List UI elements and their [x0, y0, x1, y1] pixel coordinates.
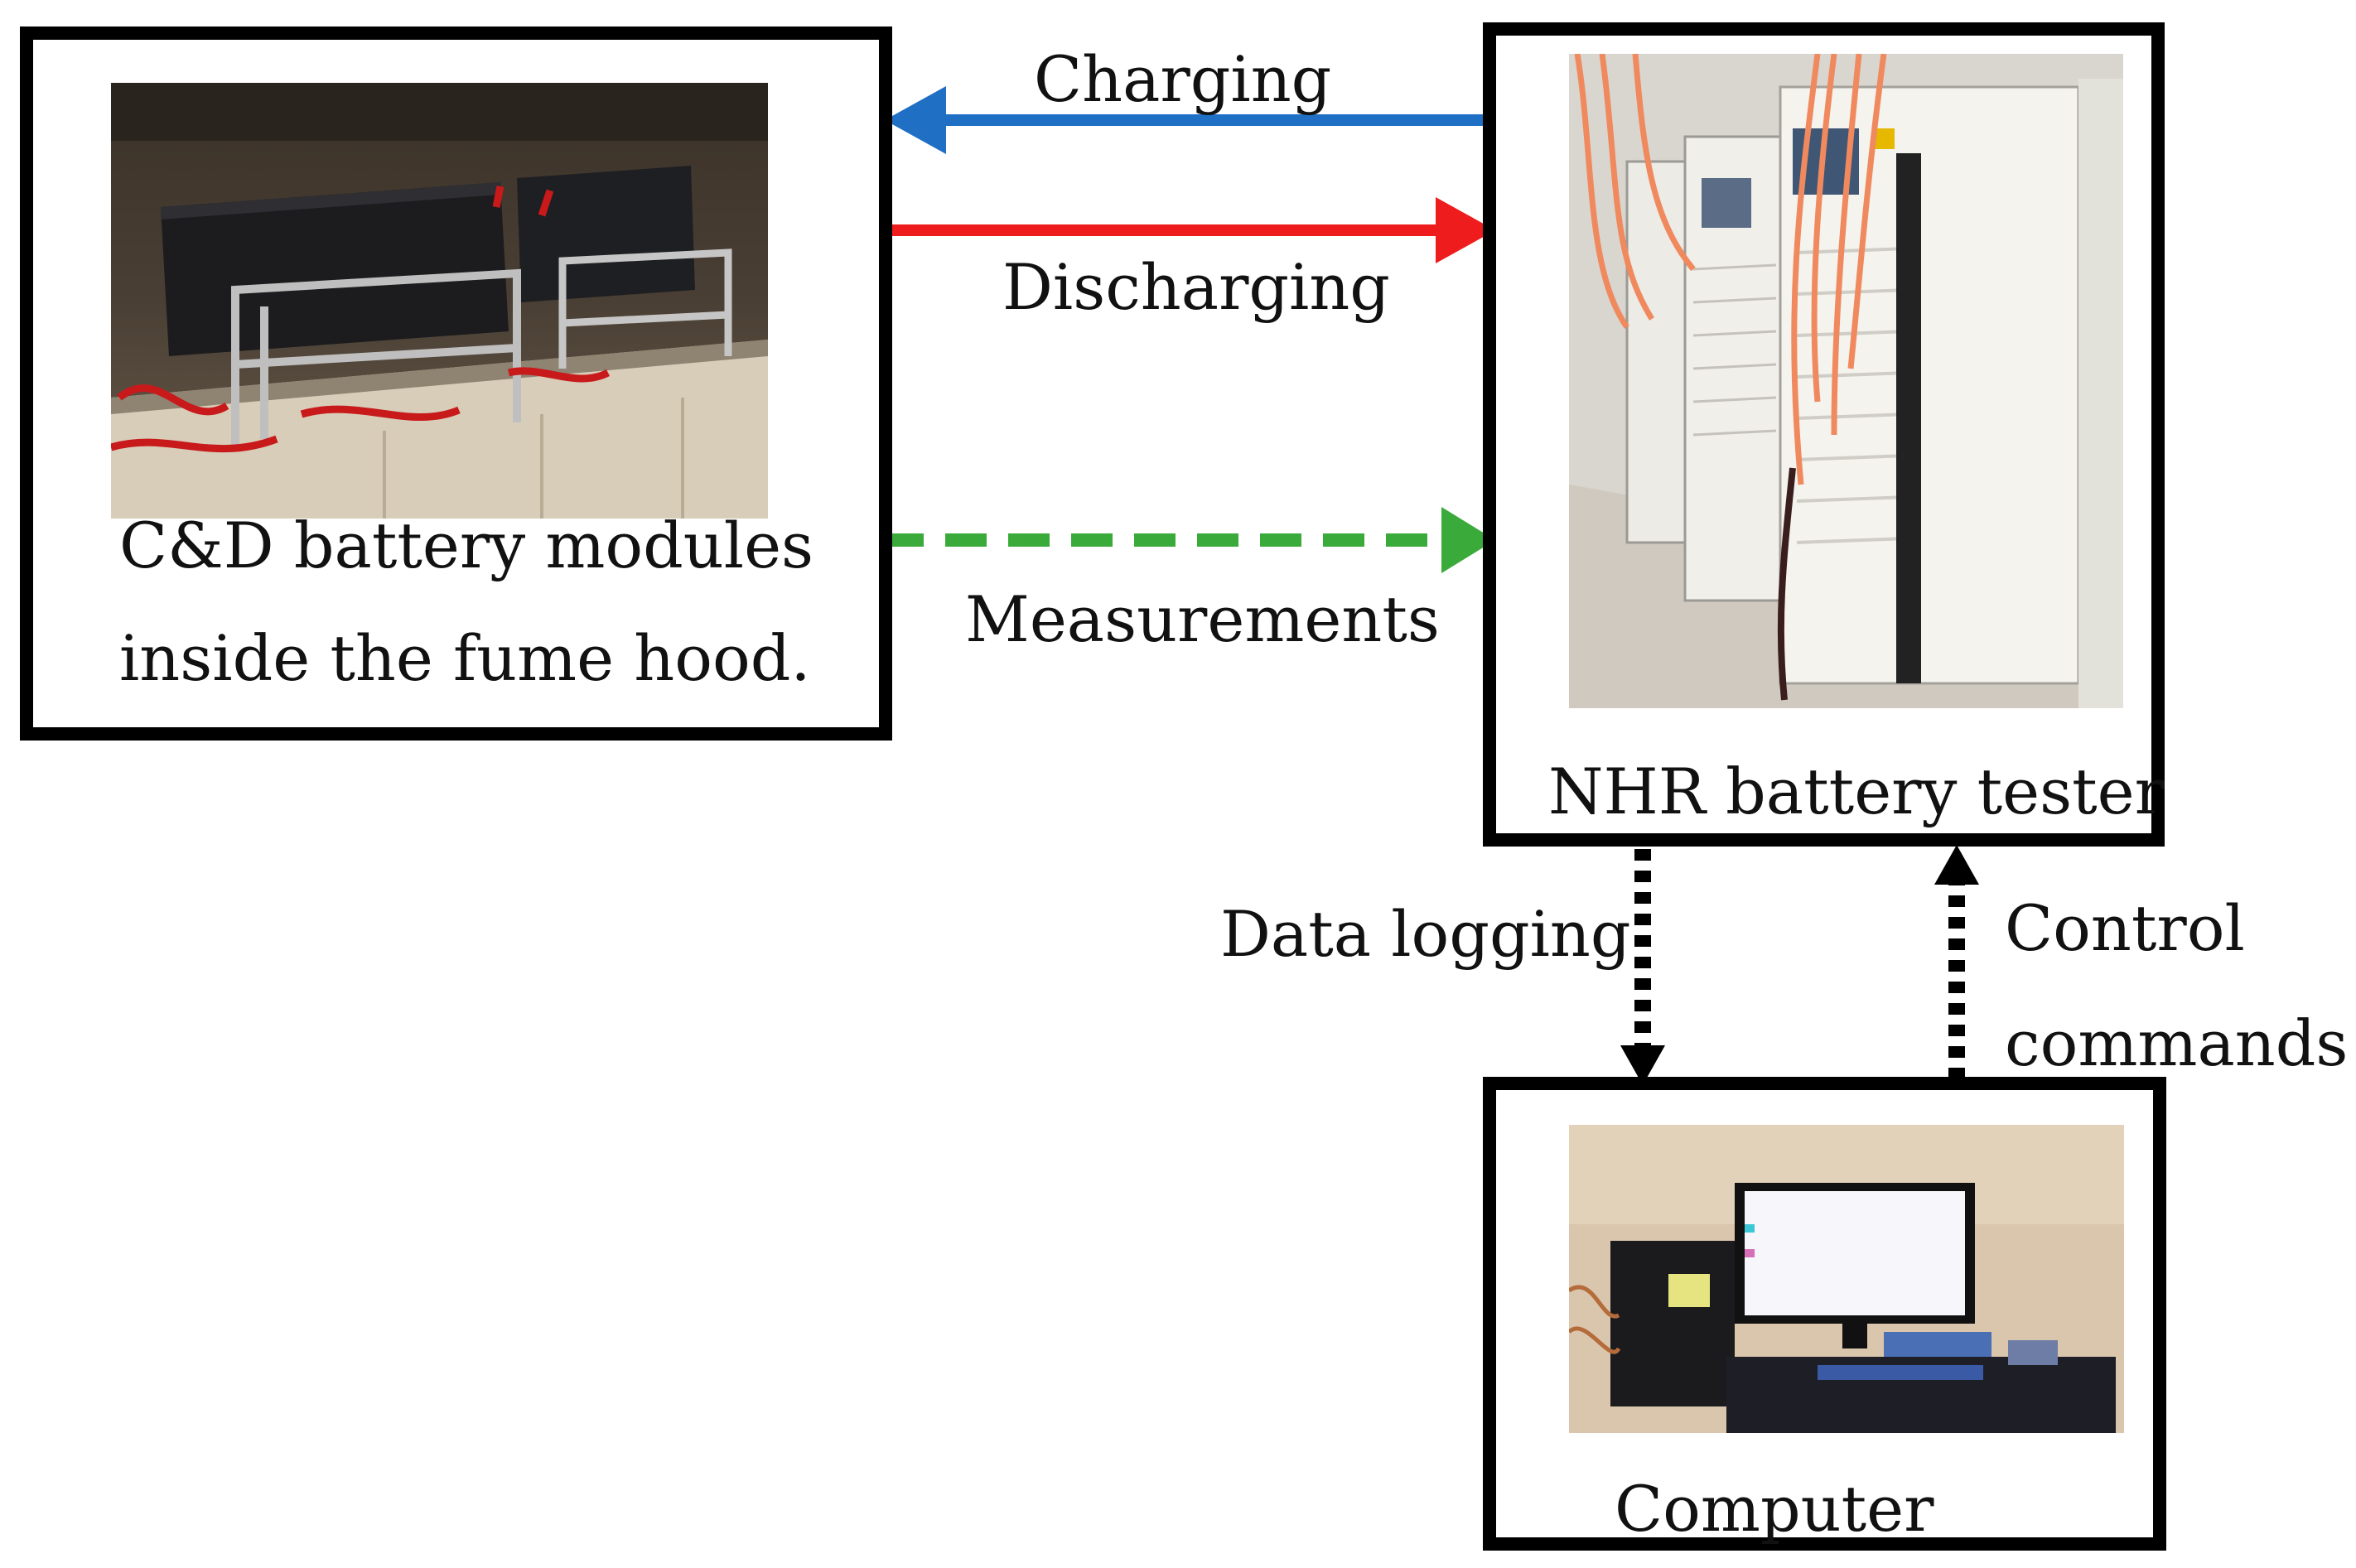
computer-caption: Computer [1615, 1472, 1934, 1546]
discharging-label: Discharging [1002, 250, 1390, 324]
computer-photo [1569, 1125, 2124, 1433]
control-commands-label-line1: Control [2005, 891, 2245, 965]
battery-modules-photo [111, 83, 768, 519]
measurements-label: Measurements [965, 582, 1440, 656]
charging-label: Charging [1034, 42, 1332, 116]
measurements-arrow [882, 507, 1495, 573]
battery-modules-caption-line1: C&D battery modules [119, 509, 814, 582]
computer-node: Computer [1483, 1077, 2166, 1551]
discharging-arrow [882, 197, 1495, 263]
control-commands-arrow [1934, 845, 1979, 1079]
battery-tester-caption: NHR battery tester [1548, 755, 2165, 828]
data-logging-arrow [1620, 849, 1665, 1085]
battery-tester-photo [1569, 54, 2123, 708]
charging-arrow [885, 86, 1491, 154]
control-commands-label-line2: commands [2005, 1006, 2349, 1080]
battery-tester-node: NHR battery tester [1483, 22, 2165, 847]
battery-modules-node: C&D battery modules inside the fume hood… [20, 27, 892, 741]
battery-modules-caption-line2: inside the fume hood. [119, 621, 811, 695]
data-logging-label: Data logging [1220, 897, 1631, 971]
